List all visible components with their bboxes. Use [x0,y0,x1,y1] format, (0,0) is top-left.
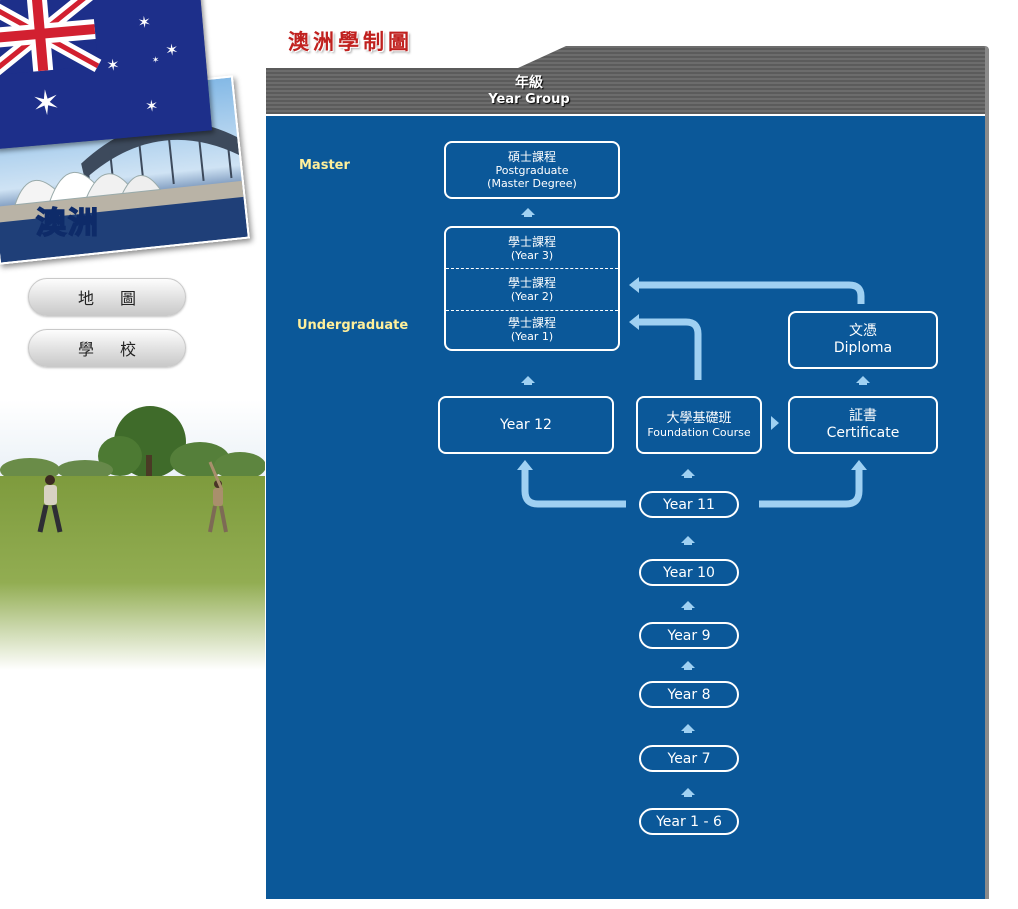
node-year-8: Year 8 [639,681,739,708]
svg-text:✶: ✶ [137,12,152,32]
node-foundation-course: 大學基礎班 Foundation Course [636,396,762,454]
education-system-diagram: 年級 Year Group Master Undergraduate [266,46,989,899]
node-postgraduate: 碩士課程 Postgraduate (Master Degree) [444,141,620,199]
header-year-group-en: Year Group [488,92,570,107]
node-year-12: Year 12 [438,396,614,454]
bachelor-year-3: 學士課程 (Year 3) [446,228,618,270]
certificate-en: Certificate [826,425,900,441]
node-year-1-6: Year 1 - 6 [639,808,739,835]
bachelor-year-3-cn: 學士課程 [507,234,556,249]
bachelor-year-2-cn: 學士課程 [507,275,556,290]
bachelor-year-1-cn: 學士課程 [507,316,556,331]
bachelor-year-2: 學士課程 (Year 2) [446,269,618,311]
node-year-9: Year 9 [639,622,739,649]
country-name-label: 澳洲 [35,205,100,242]
svg-text:✶: ✶ [30,82,62,124]
node-diploma: 文憑 Diploma [788,311,938,369]
diploma-en: Diploma [833,340,893,356]
foundation-cn: 大學基礎班 [666,410,732,426]
node-year-11: Year 11 [639,491,739,518]
node-year-7: Year 7 [639,745,739,772]
park-scene-image [0,400,265,670]
svg-text:✶: ✶ [144,96,159,116]
diploma-cn: 文憑 [849,323,877,339]
postgraduate-cn: 碩士課程 [507,150,556,164]
foundation-en: Foundation Course [647,425,751,439]
year-12-label: Year 12 [500,416,552,433]
header-year-group-cn: 年級 [515,75,543,91]
node-year-10: Year 10 [639,559,739,586]
node-bachelor: 學士課程 (Year 3) 學士課程 (Year 2) 學士課程 (Year 1… [444,226,620,351]
svg-text:✶: ✶ [164,40,179,60]
nav-map-button[interactable]: 地圖 [28,278,186,316]
bachelor-year-3-en: (Year 3) [510,248,554,262]
postgraduate-en: Postgraduate [495,164,569,177]
postgraduate-en-degree: (Master Degree) [487,177,577,190]
certificate-cn: 証書 [849,408,877,424]
sidebar: ✶ ✶ ✶ ✶ ✶ ✶ 澳洲 地圖 學校 [0,0,265,909]
bachelor-year-1: 學士課程 (Year 1) [446,311,618,349]
diagram-background [266,46,989,899]
page-title: 澳洲學制圖 [288,30,413,54]
bachelor-year-2-en: (Year 2) [510,289,554,303]
node-certificate: 証書 Certificate [788,396,938,454]
svg-text:✶: ✶ [152,56,160,67]
level-label-undergraduate: Undergraduate [297,318,409,333]
bachelor-year-1-en: (Year 1) [510,330,554,344]
svg-text:✶: ✶ [105,55,120,75]
level-label-master: Master [299,158,350,173]
australia-flag-image: ✶ ✶ ✶ ✶ ✶ ✶ [0,0,213,150]
nav-schools-button[interactable]: 學校 [28,329,186,367]
